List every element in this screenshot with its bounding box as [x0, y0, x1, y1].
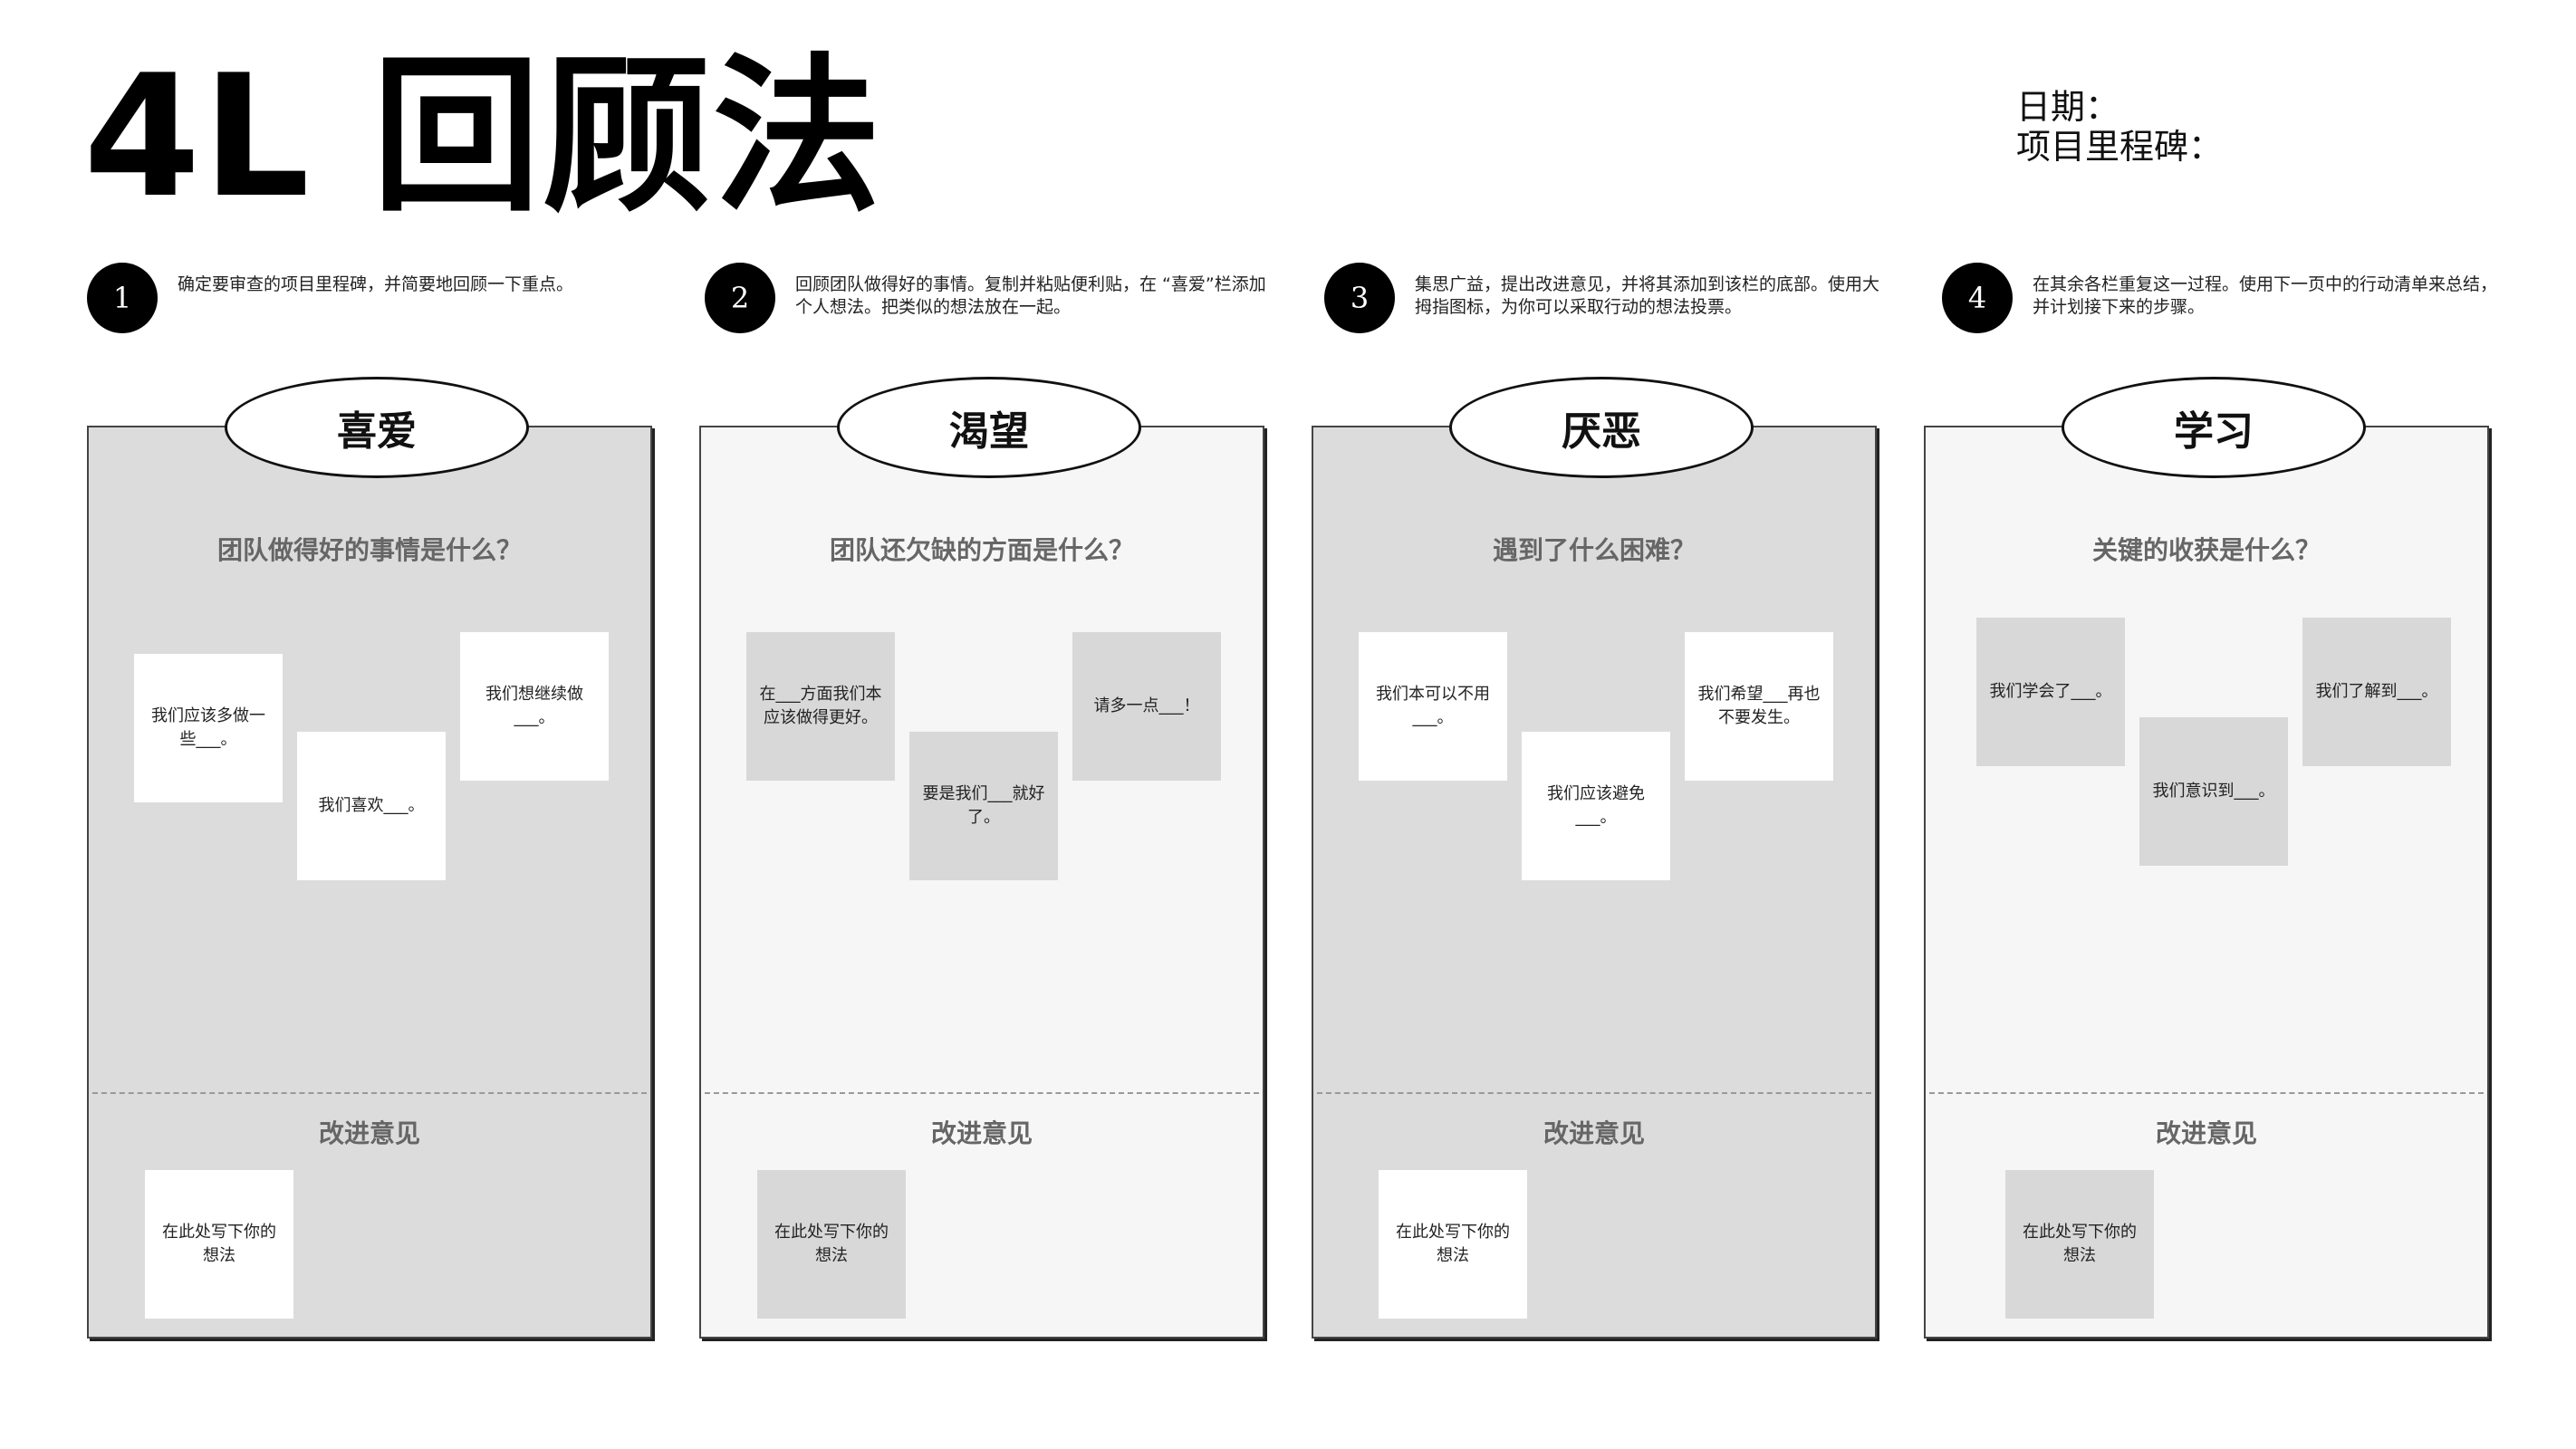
sticky-note-improve[interactable]: 在此处写下你的想法: [2005, 1170, 2154, 1319]
sticky-note[interactable]: 我们应该多做一些___。: [134, 654, 283, 802]
page-title: 4L 回顾法: [83, 38, 883, 235]
sticky-note[interactable]: 我们想继续做___。: [460, 632, 609, 781]
column-question[interactable]: 关键的收获是什么？: [2091, 535, 2321, 565]
step-text[interactable]: 在其余各栏重复这一过程。使用下一页中的行动清单来总结，并计划接下来的步骤。: [2033, 274, 2498, 317]
step-1: 1 确定要审查的项目里程碑，并简要地回顾一下重点。: [87, 263, 703, 335]
column-loathed: 厌恶 遇到了什么困难？ 我们本可以不用___。 我们应该避免___。 我们希望_…: [1312, 377, 1877, 1339]
column-title[interactable]: 厌恶: [1449, 377, 1754, 478]
divider: [92, 1092, 647, 1094]
column-liked: 喜爱 团队做得好的事情是什么？ 我们应该多做一些___。 我们喜欢___。 我们…: [87, 377, 652, 1339]
sticky-note[interactable]: 我们本可以不用___。: [1359, 632, 1507, 781]
column-question[interactable]: 遇到了什么困难？: [1492, 535, 1696, 565]
sticky-note-improve[interactable]: 在此处写下你的想法: [1379, 1170, 1527, 1319]
sticky-note[interactable]: 我们应该避免___。: [1522, 732, 1670, 880]
step-4: 4 在其余各栏重复这一过程。使用下一页中的行动清单来总结，并计划接下来的步骤。: [1942, 263, 2558, 335]
meta-block: 日期： 项目里程碑：: [2016, 87, 2223, 167]
step-number-badge: 3: [1324, 263, 1395, 333]
step-text[interactable]: 回顾团队做得好的事情。复制并粘贴便利贴，在 “喜爱”栏添加个人想法。把类似的想法…: [795, 274, 1266, 317]
milestone-label[interactable]: 项目里程碑：: [2016, 127, 2224, 167]
column-question[interactable]: 团队还欠缺的方面是什么？: [829, 535, 1134, 565]
improve-title[interactable]: 改进意见: [930, 1118, 1033, 1148]
step-text[interactable]: 确定要审查的项目里程碑，并简要地回顾一下重点。: [178, 274, 574, 294]
step-number-badge: 4: [1942, 263, 2013, 333]
improve-title[interactable]: 改进意见: [1543, 1118, 1645, 1148]
column-title[interactable]: 渴望: [837, 377, 1141, 478]
step-3: 3 集思广益，提出改进意见，并将其添加到该栏的底部。使用大拇指图标，为你可以采取…: [1324, 263, 1940, 335]
column-title[interactable]: 喜爱: [225, 377, 529, 478]
step-number-badge: 2: [705, 263, 775, 333]
improve-title[interactable]: 改进意见: [318, 1118, 420, 1148]
sticky-note-improve[interactable]: 在此处写下你的想法: [145, 1170, 293, 1319]
divider: [1317, 1092, 1871, 1094]
column-longed-for: 渴望 团队还欠缺的方面是什么？ 在___方面我们本应该做得更好。 要是我们___…: [699, 377, 1264, 1339]
divider: [1929, 1092, 2484, 1094]
sticky-note[interactable]: 我们喜欢___。: [297, 732, 446, 880]
sticky-note[interactable]: 在___方面我们本应该做得更好。: [746, 632, 895, 781]
step-text[interactable]: 集思广益，提出改进意见，并将其添加到该栏的底部。使用大拇指图标，为你可以采取行动…: [1415, 274, 1880, 317]
sticky-note[interactable]: 要是我们___就好了。: [909, 732, 1058, 880]
divider: [705, 1092, 1259, 1094]
sticky-note[interactable]: 我们希望___再也不要发生。: [1685, 632, 1833, 781]
column-question[interactable]: 团队做得好的事情是什么？: [216, 535, 522, 565]
step-number-badge: 1: [87, 263, 158, 333]
column-title[interactable]: 学习: [2062, 377, 2366, 478]
sticky-note[interactable]: 请多一点___！: [1072, 632, 1221, 781]
step-2: 2 回顾团队做得好的事情。复制并粘贴便利贴，在 “喜爱”栏添加个人想法。把类似的…: [705, 263, 1321, 335]
column-learned: 学习 关键的收获是什么？ 我们学会了___。 我们意识到___。 我们了解到__…: [1924, 377, 2489, 1339]
sticky-note-improve[interactable]: 在此处写下你的想法: [757, 1170, 906, 1319]
improve-title[interactable]: 改进意见: [2155, 1118, 2257, 1148]
sticky-note[interactable]: 我们意识到___。: [2139, 717, 2288, 866]
date-label[interactable]: 日期：: [2016, 87, 2120, 127]
sticky-note[interactable]: 我们学会了___。: [1976, 618, 2125, 766]
sticky-note[interactable]: 我们了解到___。: [2302, 618, 2451, 766]
